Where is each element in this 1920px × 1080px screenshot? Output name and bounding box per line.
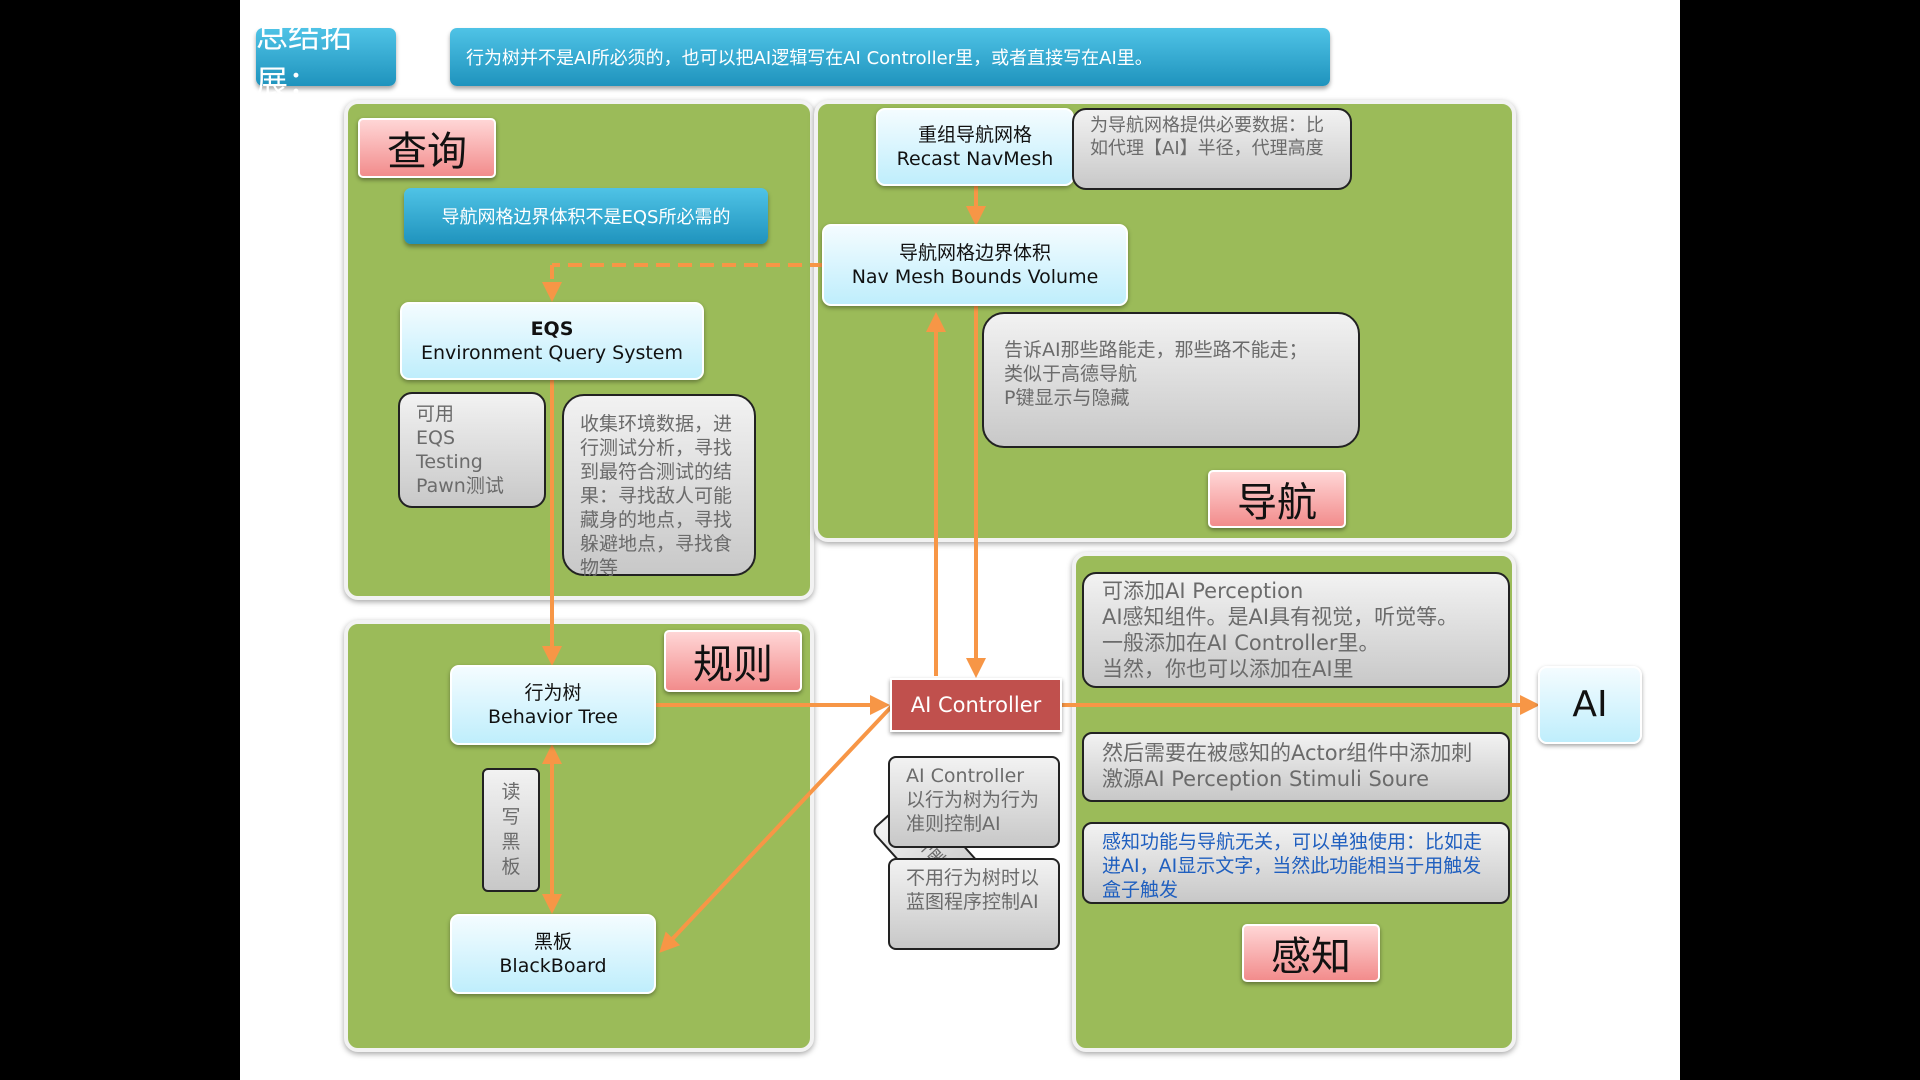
recast-navmesh-note: 为导航网格提供必要数据：比如代理【AI】半径，代理高度 bbox=[1072, 108, 1352, 190]
nav-mesh-bounds-en: Nav Mesh Bounds Volume bbox=[851, 266, 1099, 288]
behavior-tree-cn: 行为树 bbox=[524, 682, 582, 704]
eqs-subtitle: Environment Query System bbox=[421, 342, 683, 364]
ai-box: AI bbox=[1538, 666, 1642, 744]
ai-controller-note-behavior-tree: AI Controller以行为树为行为准则控制AI bbox=[888, 756, 1060, 848]
eqs-testing-line: Testing bbox=[416, 451, 483, 473]
blackboard-box: 黑板 BlackBoard bbox=[450, 914, 656, 994]
eqs-testing-line: 可用 bbox=[416, 403, 455, 425]
perception-note-line: 一般添加在AI Controller里。 bbox=[1102, 631, 1380, 655]
eqs-requirement-note: 导航网格边界体积不是EQS所必需的 bbox=[404, 188, 768, 244]
rw-char: 读 bbox=[501, 781, 521, 803]
nav-mesh-bounds-box: 导航网格边界体积 Nav Mesh Bounds Volume bbox=[822, 224, 1128, 306]
eqs-testing-note: 可用 EQS Testing Pawn测试 bbox=[398, 392, 546, 508]
behavior-tree-box: 行为树 Behavior Tree bbox=[450, 665, 656, 745]
arrow-controller-to-blackboard bbox=[659, 704, 894, 953]
recast-navmesh-box: 重组导航网格 Recast NavMesh bbox=[876, 108, 1074, 186]
perception-note-line: 可添加AI Perception bbox=[1102, 579, 1304, 603]
rw-char: 板 bbox=[501, 856, 521, 878]
slide: 总结拓展： 行为树并不是AI所必须的，也可以把AI逻辑写在AI Controll… bbox=[240, 0, 1680, 1080]
bounds-note-line: 告诉AI那些路能走，那些路不能走； bbox=[1004, 339, 1308, 361]
connector-arrows bbox=[542, 186, 1540, 953]
bounds-note-line: 类似于高德导航 bbox=[1004, 363, 1138, 385]
stimuli-source-note: 然后需要在被感知的Actor组件中添加刺激源AI Perception Stim… bbox=[1082, 732, 1510, 802]
recast-navmesh-cn: 重组导航网格 bbox=[917, 124, 1032, 146]
eqs-box: EQS Environment Query System bbox=[400, 302, 704, 380]
nav-mesh-bounds-note: 告诉AI那些路能走，那些路不能走； 类似于高德导航 P键显示与隐藏 bbox=[982, 312, 1360, 448]
ai-controller-note-blueprint: 不用行为树时以蓝图程序控制AI bbox=[888, 858, 1060, 950]
section-label-rules: 规则 bbox=[664, 630, 802, 692]
eqs-testing-line: EQS bbox=[416, 427, 456, 449]
bounds-note-line: P键显示与隐藏 bbox=[1004, 387, 1130, 409]
eqs-title: EQS bbox=[530, 318, 574, 340]
rw-char: 黑 bbox=[501, 831, 521, 853]
section-label-query: 查询 bbox=[358, 118, 496, 178]
section-label-perception: 感知 bbox=[1242, 924, 1380, 982]
perception-independence-note: 感知功能与导航无关，可以单独使用：比如走进AI，AI显示文字，当然此功能相当于用… bbox=[1082, 822, 1510, 904]
eqs-description: 收集环境数据，进行测试分析，寻找到最符合测试的结果：寻找敌人可能藏身的地点，寻找… bbox=[562, 394, 756, 579]
summary-note: 行为树并不是AI所必须的，也可以把AI逻辑写在AI Controller里，或者… bbox=[450, 28, 1330, 86]
perception-note-line: AI感知组件。是AI具有视觉，听觉等。 bbox=[1102, 605, 1459, 629]
perception-note-line: 当然，你也可以添加在AI里 bbox=[1102, 657, 1354, 681]
nav-mesh-bounds-cn: 导航网格边界体积 bbox=[898, 242, 1051, 264]
read-write-blackboard-label: 读 写 黑 板 bbox=[482, 768, 540, 892]
eqs-testing-line: Pawn测试 bbox=[416, 475, 504, 497]
ai-controller-box: AI Controller bbox=[890, 678, 1062, 732]
blackboard-en: BlackBoard bbox=[499, 955, 607, 977]
rw-char: 写 bbox=[501, 806, 521, 828]
behavior-tree-en: Behavior Tree bbox=[488, 706, 618, 728]
perception-component-note: 可添加AI Perception AI感知组件。是AI具有视觉，听觉等。 一般添… bbox=[1082, 572, 1510, 688]
section-label-navigation: 导航 bbox=[1208, 470, 1346, 528]
recast-navmesh-en: Recast NavMesh bbox=[896, 148, 1054, 170]
blackboard-cn: 黑板 bbox=[533, 931, 572, 953]
